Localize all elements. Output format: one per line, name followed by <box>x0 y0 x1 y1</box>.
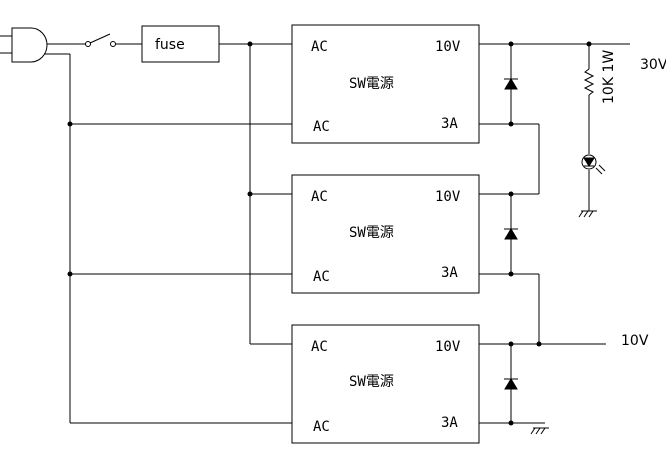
ground-symbol-led <box>578 210 597 218</box>
psu-3-ac-bottom-label: AC <box>313 419 330 435</box>
psu-2-current: 3A <box>441 265 458 281</box>
fuse-label: fuse <box>155 37 185 53</box>
psu-1-voltage: 10V <box>435 39 461 55</box>
psu-unit-2: AC AC SW電源 10V 3A <box>291 174 480 294</box>
resistor-symbol <box>583 68 595 96</box>
psu-3-current: 3A <box>441 415 458 431</box>
power-switch-symbol <box>85 33 116 47</box>
psu-1-current: 3A <box>441 116 458 132</box>
psu-2-voltage: 10V <box>435 189 461 205</box>
fuse-component: fuse <box>141 25 220 63</box>
psu-3-name: SW電源 <box>349 374 394 390</box>
bypass-diode-1 <box>504 78 518 90</box>
output-30v-label: 30V <box>640 57 666 73</box>
psu-3-ac-top-label: AC <box>311 339 328 355</box>
psu-2-ac-top-label: AC <box>311 189 328 205</box>
psu-1-ac-top-label: AC <box>311 39 328 55</box>
psu-2-name: SW電源 <box>349 225 394 241</box>
led-indicator-branch: 10K 1W <box>581 44 617 211</box>
psu-3-voltage: 10V <box>435 339 461 355</box>
junction-dots <box>67 41 592 426</box>
resistor-label: 10K 1W <box>601 50 617 104</box>
bypass-diode-3 <box>504 378 518 390</box>
psu-1-name: SW電源 <box>349 76 394 92</box>
psu-2-ac-bottom-label: AC <box>313 269 330 285</box>
output-10v-label: 10V <box>621 333 649 349</box>
psu-unit-1: AC AC SW電源 10V 3A <box>291 24 480 144</box>
ac-plug-symbol <box>0 27 48 63</box>
bypass-diode-2 <box>504 228 518 240</box>
psu-unit-3: AC AC SW電源 10V 3A <box>291 324 480 444</box>
mains-wiring <box>44 43 292 424</box>
psu-1-ac-bottom-label: AC <box>313 119 330 135</box>
ground-symbol-psu <box>530 427 549 435</box>
